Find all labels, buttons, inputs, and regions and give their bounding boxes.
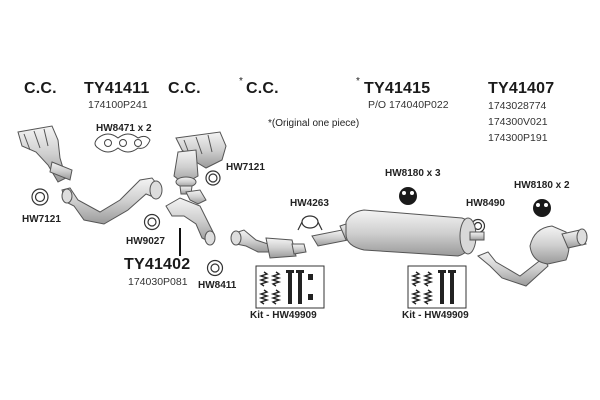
cc-right-label: C.C.: [246, 80, 279, 98]
ty41407-part-number-1: 1743028774: [488, 100, 546, 112]
bolt-kit-left-icon: [256, 266, 324, 308]
original-one-piece-note: *(Original one piece): [268, 118, 359, 129]
manifold-gasket-icon: [95, 134, 150, 152]
mid-pipe-converter-icon: [231, 230, 306, 258]
hw8180-right-label: HW8180 x 2: [514, 180, 570, 191]
hw8411-label: HW8411: [198, 280, 236, 291]
kit-left-label: Kit - HW49909: [250, 310, 317, 321]
cc-mid-label: C.C.: [168, 80, 201, 98]
ty41402-label: TY41402: [124, 256, 190, 274]
hw8490-label: HW8490: [466, 198, 505, 209]
hw7121-left-label: HW7121: [22, 214, 61, 225]
hw9027-label: HW9027: [126, 236, 165, 247]
kit-right-label: Kit - HW49909: [402, 310, 469, 321]
ty41407-part-number-2: 174300V021: [488, 116, 548, 128]
ty41415-part-number: P/O 174040P022: [368, 99, 449, 111]
ty41411-label: TY41411: [84, 80, 149, 98]
ty41407-label: TY41407: [488, 80, 554, 98]
y-pipe-icon: [166, 190, 215, 245]
ty41415-label: TY41415: [364, 80, 430, 98]
middle-manifold-converter-icon: [174, 132, 226, 194]
ty41402-part-number: 174030P081: [128, 276, 188, 288]
hw7121-right-label: HW7121: [226, 162, 265, 173]
ty41407-part-number-3: 174300P191: [488, 132, 548, 144]
center-muffler-icon: [312, 210, 484, 256]
cc-left-label: C.C.: [24, 80, 57, 98]
ty41415-asterisk: *: [356, 76, 360, 87]
left-exhaust-manifold-icon: [18, 126, 72, 182]
clamp-icon: [298, 216, 322, 230]
cc-right-asterisk: *: [239, 76, 243, 87]
hw8180-mid-label: HW8180 x 3: [385, 168, 441, 179]
bolt-kit-right-icon: [408, 266, 466, 308]
rear-tailpipe-icon: [478, 226, 587, 286]
hw4263-label: HW4263: [290, 198, 329, 209]
ty41411-part-number: 174100P241: [88, 99, 148, 111]
hw8471-label: HW8471 x 2: [96, 123, 152, 134]
